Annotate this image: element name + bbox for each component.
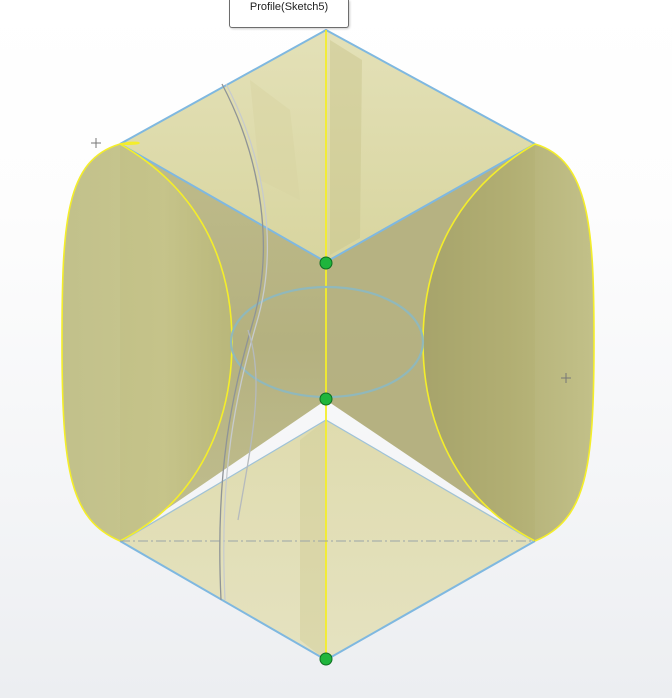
sketch-point-icon	[319, 652, 333, 666]
origin-cross-icon	[91, 138, 101, 148]
sketch-point-icon	[319, 256, 333, 270]
tooltip-text: Profile(Sketch5)	[249, 1, 329, 13]
origin-cross-icon	[561, 373, 571, 383]
profile-sketch-curves[interactable]	[219, 83, 268, 601]
selection-tooltip: Profile(Sketch5)	[229, 0, 349, 28]
right-curved-face[interactable]	[423, 144, 594, 541]
sketch-points[interactable]	[319, 256, 333, 666]
sketch-point-icon	[319, 392, 333, 406]
left-curved-face[interactable]	[62, 144, 232, 541]
